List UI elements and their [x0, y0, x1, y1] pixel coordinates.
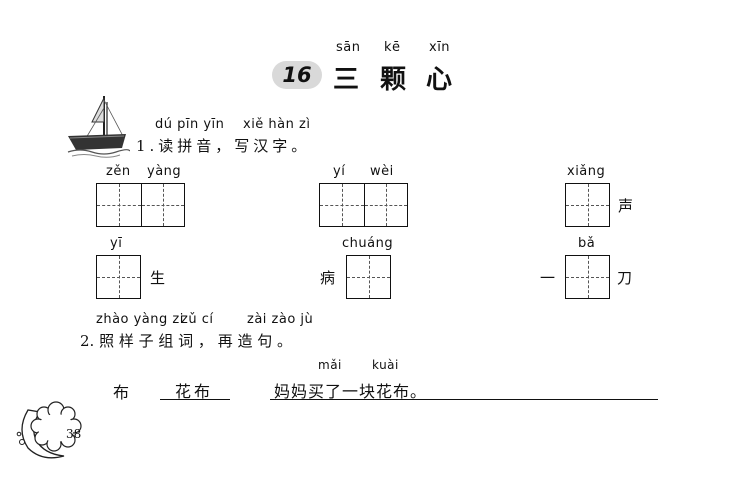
pinyin-zen: zěn	[106, 164, 131, 179]
cloud-moon-icon	[16, 401, 82, 459]
writing-cell[interactable]	[363, 184, 408, 226]
title-pinyin-1: sān	[336, 40, 361, 55]
prefix-bing: 病	[320, 269, 336, 287]
sentence-underline	[270, 399, 658, 400]
writing-grid-xiang[interactable]	[565, 183, 610, 227]
writing-cell[interactable]	[566, 184, 609, 226]
page-number: 38	[66, 427, 82, 441]
writing-cell[interactable]	[140, 184, 185, 226]
writing-cell[interactable]	[320, 184, 364, 226]
word-underline	[160, 399, 230, 400]
prefix-yi: 一	[540, 269, 556, 287]
suffix-sheng: 生	[150, 269, 166, 287]
section1-heading-pinyin-2: xiě hàn zì	[243, 117, 311, 132]
writing-cell[interactable]	[97, 184, 141, 226]
writing-grid-zenyang[interactable]	[96, 183, 185, 227]
title-char-2: 颗	[380, 65, 407, 95]
writing-grid-ba[interactable]	[565, 255, 610, 299]
title-char-1: 三	[333, 65, 360, 95]
title-char-3: 心	[426, 65, 453, 95]
title-pinyin-2: kē	[384, 40, 401, 55]
section1-heading-pinyin-1: dú pīn yīn	[155, 117, 225, 132]
suffix-dao: 刀	[617, 269, 633, 287]
section2-heading-pinyin-1: zhào yàng zi	[96, 312, 184, 327]
writing-grid-yi[interactable]	[96, 255, 141, 299]
section1-heading: 1.读拼音，写汉字。	[136, 137, 311, 155]
sentence-pinyin-mai: mǎi	[318, 358, 342, 372]
writing-grid-yiwei[interactable]	[319, 183, 408, 227]
pinyin-xiang: xiǎng	[567, 164, 606, 179]
pinyin-wei: wèi	[370, 164, 394, 179]
section2-heading-pinyin-2: zǔ cí	[181, 312, 214, 327]
writing-cell[interactable]	[347, 256, 390, 298]
sailboat-illustration	[67, 96, 130, 158]
pinyin-yi2: yí	[333, 164, 346, 179]
writing-cell[interactable]	[97, 256, 140, 298]
suffix-sheng-voice: 声	[618, 197, 634, 215]
pinyin-yi1: yī	[110, 236, 123, 251]
lesson-number-badge: 16	[272, 61, 322, 89]
pinyin-yang: yàng	[147, 164, 182, 179]
example-sentence: 妈妈买了一块花布。	[274, 382, 428, 401]
section2-heading: 2. 照 样 子 组 词 ， 再 造 句 。	[80, 332, 292, 350]
example-char: 布	[113, 383, 130, 402]
writing-cell[interactable]	[566, 256, 609, 298]
pinyin-ba: bǎ	[578, 236, 596, 251]
sentence-pinyin-kuai: kuài	[372, 358, 399, 372]
title-pinyin-3: xīn	[429, 40, 451, 55]
pinyin-chuang: chuáng	[342, 236, 394, 251]
example-word: 花布	[175, 382, 214, 401]
writing-grid-chuang[interactable]	[346, 255, 391, 299]
section2-heading-pinyin-3: zài zào jù	[247, 312, 314, 327]
